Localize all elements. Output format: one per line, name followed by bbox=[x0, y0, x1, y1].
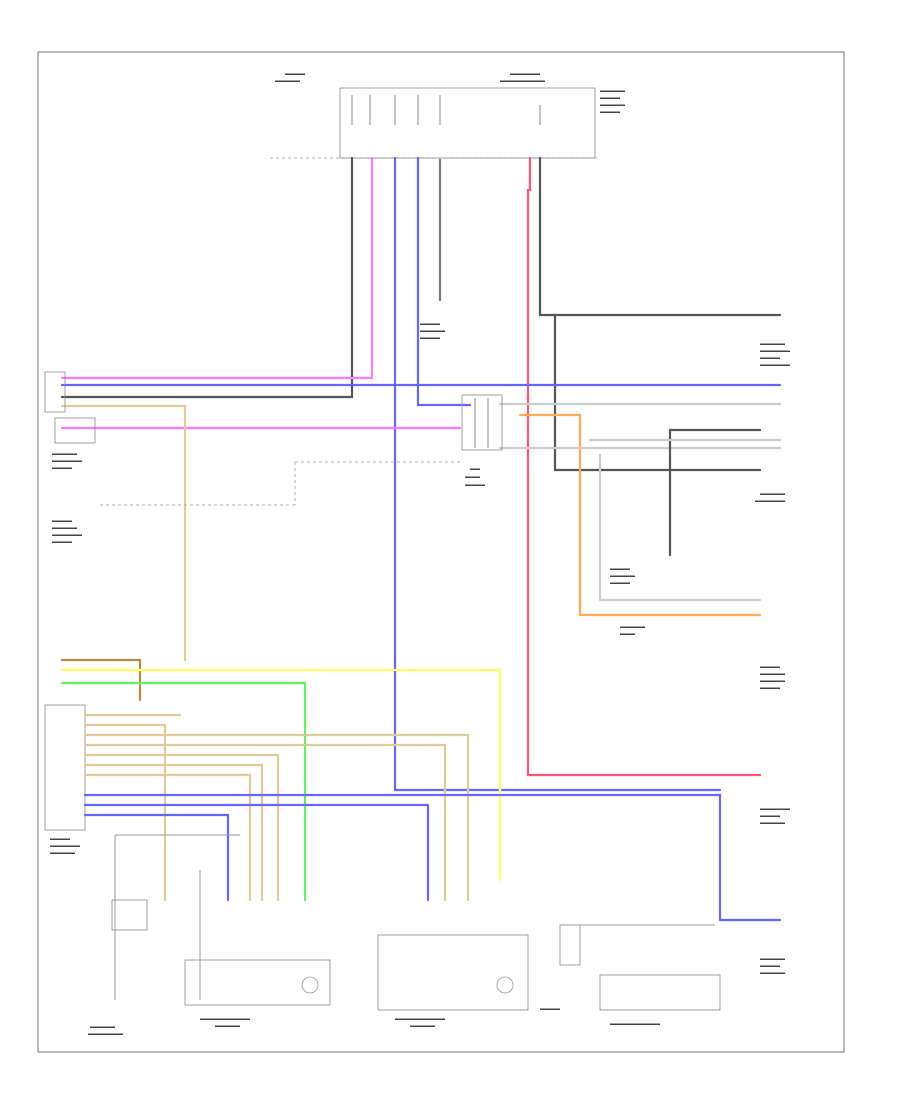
top-wires bbox=[60, 156, 782, 792]
svg-text:▬▬▬▬▬▬: ▬▬▬▬▬▬ bbox=[760, 806, 790, 812]
svg-text:▬▬▬▬▬▬: ▬▬▬▬▬▬ bbox=[755, 498, 785, 504]
svg-text:▬▬▬▬▬: ▬▬▬▬▬ bbox=[600, 88, 625, 94]
svg-text:▬▬▬▬: ▬▬▬▬ bbox=[600, 95, 620, 101]
svg-text:▬▬▬▬▬: ▬▬▬▬▬ bbox=[760, 671, 785, 677]
svg-text:▬▬▬▬▬: ▬▬▬▬▬ bbox=[760, 341, 785, 347]
svg-text:▬▬▬▬▬: ▬▬▬▬▬ bbox=[50, 850, 75, 856]
svg-text:▬▬▬▬: ▬▬▬▬ bbox=[420, 321, 440, 327]
top-control-unit: ▬▬▬▬ ▬▬▬▬▬ ▬▬▬▬▬▬ ▬▬▬▬▬▬▬▬▬ ▬▬▬▬▬ ▬▬▬▬ ▬… bbox=[270, 71, 625, 159]
svg-text:▬▬▬▬: ▬▬▬▬ bbox=[285, 71, 305, 77]
svg-text:▬▬▬▬: ▬▬▬▬ bbox=[600, 109, 620, 115]
svg-text:▬▬▬▬▬: ▬▬▬▬▬ bbox=[610, 573, 635, 579]
svg-text:▬▬▬▬▬▬: ▬▬▬▬▬▬ bbox=[52, 458, 82, 464]
svg-text:▬▬▬▬: ▬▬▬▬ bbox=[760, 685, 780, 691]
svg-text:▬▬▬▬▬: ▬▬▬▬▬ bbox=[760, 678, 785, 684]
svg-text:▬▬▬▬: ▬▬▬▬ bbox=[610, 566, 630, 572]
svg-text:▬▬▬▬▬: ▬▬▬▬▬ bbox=[760, 956, 785, 962]
svg-text:▬▬▬▬▬▬▬▬▬▬: ▬▬▬▬▬▬▬▬▬▬ bbox=[610, 1021, 660, 1027]
svg-text:▬▬▬▬: ▬▬▬▬ bbox=[52, 465, 72, 471]
lower-left-module: ▬▬▬▬ ▬▬▬▬▬▬ ▬▬▬▬▬ bbox=[44, 658, 782, 922]
left-connectors: ▬▬▬▬▬ ▬▬▬▬▬▬ ▬▬▬▬ ▬▬▬▬ ▬▬▬▬▬ ▬▬▬▬▬▬ ▬▬▬▬ bbox=[44, 371, 460, 545]
mid-wires bbox=[60, 383, 782, 662]
svg-text:▬▬▬▬: ▬▬▬▬ bbox=[760, 355, 780, 361]
svg-text:▬▬▬: ▬▬▬ bbox=[620, 631, 635, 637]
right-labels: ▬▬▬▬▬ ▬▬▬▬▬▬ ▬▬▬▬ ▬▬▬▬▬▬ ▬▬▬▬▬ ▬▬▬▬▬▬ ▬▬… bbox=[420, 321, 790, 976]
svg-text:▬▬▬▬▬▬: ▬▬▬▬▬▬ bbox=[52, 532, 82, 538]
svg-text:▬▬▬: ▬▬▬ bbox=[465, 474, 480, 480]
svg-text:▬▬▬▬: ▬▬▬▬ bbox=[465, 482, 485, 488]
svg-text:▬▬▬▬: ▬▬▬▬ bbox=[52, 539, 72, 545]
center-junction-connector: ▬▬ ▬▬▬ ▬▬▬▬ bbox=[461, 394, 503, 488]
svg-text:▬▬▬▬▬: ▬▬▬▬▬ bbox=[52, 451, 77, 457]
svg-text:▬▬▬▬▬▬: ▬▬▬▬▬▬ bbox=[510, 71, 540, 77]
svg-text:▬▬▬▬▬▬: ▬▬▬▬▬▬ bbox=[50, 843, 80, 849]
svg-text:▬▬▬▬: ▬▬▬▬ bbox=[540, 1006, 560, 1012]
svg-text:▬▬▬▬▬▬: ▬▬▬▬▬▬ bbox=[760, 348, 790, 354]
svg-text:▬▬▬▬: ▬▬▬▬ bbox=[760, 963, 780, 969]
svg-text:▬▬▬▬▬: ▬▬▬▬▬ bbox=[215, 1023, 240, 1029]
svg-text:▬▬▬▬▬▬▬▬▬▬: ▬▬▬▬▬▬▬▬▬▬ bbox=[200, 1016, 250, 1022]
svg-text:▬▬▬▬: ▬▬▬▬ bbox=[50, 836, 70, 842]
svg-text:▬▬▬▬▬▬: ▬▬▬▬▬▬ bbox=[760, 362, 790, 368]
svg-text:▬▬▬▬▬▬▬▬▬▬: ▬▬▬▬▬▬▬▬▬▬ bbox=[395, 1016, 445, 1022]
svg-text:▬▬▬▬▬: ▬▬▬▬▬ bbox=[760, 970, 785, 976]
svg-text:▬▬▬▬▬: ▬▬▬▬▬ bbox=[760, 491, 785, 497]
svg-text:▬▬▬▬▬: ▬▬▬▬▬ bbox=[410, 1023, 435, 1029]
svg-text:▬▬▬▬▬: ▬▬▬▬▬ bbox=[620, 624, 645, 630]
diagram-frame bbox=[37, 51, 845, 1053]
svg-text:▬▬▬▬▬: ▬▬▬▬▬ bbox=[52, 525, 77, 531]
svg-text:▬▬▬▬: ▬▬▬▬ bbox=[610, 580, 630, 586]
bottom-connectors: ▬▬▬▬▬ ▬▬▬▬▬▬▬ ▬▬▬▬▬▬▬▬▬▬ ▬▬▬▬▬ ▬▬▬▬▬▬▬▬▬… bbox=[88, 834, 721, 1037]
svg-text:▬▬▬▬▬: ▬▬▬▬▬ bbox=[420, 328, 445, 334]
svg-text:▬▬▬▬▬▬▬▬▬: ▬▬▬▬▬▬▬▬▬ bbox=[500, 78, 545, 84]
svg-text:▬▬▬▬▬: ▬▬▬▬▬ bbox=[600, 102, 625, 108]
svg-text:▬▬▬▬: ▬▬▬▬ bbox=[760, 813, 780, 819]
svg-text:▬▬▬▬: ▬▬▬▬ bbox=[52, 518, 72, 524]
svg-text:▬▬▬▬▬: ▬▬▬▬▬ bbox=[275, 78, 300, 84]
svg-text:▬▬▬▬▬: ▬▬▬▬▬ bbox=[90, 1024, 115, 1030]
svg-text:▬▬▬▬: ▬▬▬▬ bbox=[760, 664, 780, 670]
svg-text:▬▬▬▬: ▬▬▬▬ bbox=[420, 335, 440, 341]
svg-text:▬▬▬▬▬▬▬: ▬▬▬▬▬▬▬ bbox=[88, 1031, 123, 1037]
svg-text:▬▬▬▬▬: ▬▬▬▬▬ bbox=[760, 820, 785, 826]
svg-text:▬▬: ▬▬ bbox=[470, 466, 480, 472]
